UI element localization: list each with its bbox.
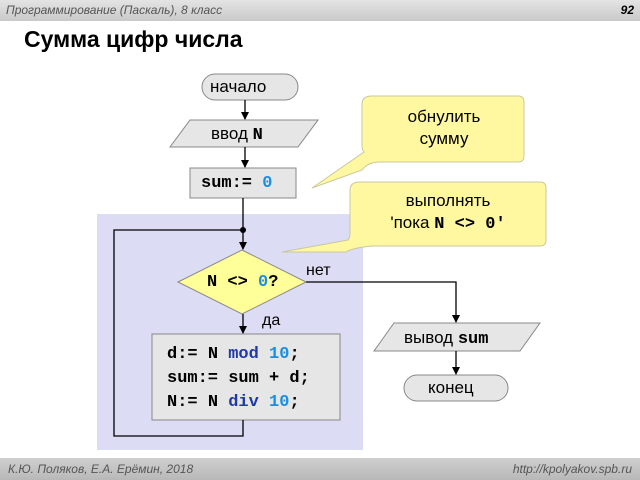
callout-loop-code: N <> 0' xyxy=(434,215,506,234)
body-block xyxy=(151,333,341,421)
start-label: начало xyxy=(210,77,267,96)
cond-var: N xyxy=(207,273,218,292)
end-label: конец xyxy=(428,378,474,397)
page-number: 92 xyxy=(620,3,634,17)
output-var: sum xyxy=(457,330,489,349)
init-label: sum:= 0 xyxy=(201,174,272,193)
footer-copyright: К.Ю. Поляков, Е.А. Ерёмин, 2018 xyxy=(8,462,194,476)
footer-bar: К.Ю. Поляков, Е.А. Ерёмин, 2018 http://k… xyxy=(0,458,640,480)
no-label: нет xyxy=(306,262,331,279)
callout-reset-shape xyxy=(311,95,525,189)
output-label: вывод sum xyxy=(404,328,488,349)
output-prefix: вывод xyxy=(404,328,458,347)
code-line-2: sum:= sum + d; xyxy=(167,369,310,388)
cond-value: 0 xyxy=(258,273,269,292)
callout-reset-line2: сумму xyxy=(419,129,469,148)
start-block xyxy=(201,73,299,101)
loop-back-line xyxy=(113,229,244,437)
callout-loop: выполнять 'пока N <> 0' xyxy=(352,190,544,236)
decision-label: N <> 0? xyxy=(207,273,278,292)
callout-loop-prefix: 'пока xyxy=(390,213,435,232)
init-var: sum:= xyxy=(201,174,253,193)
input-var: N xyxy=(252,126,263,145)
callout-loop-line1: выполнять xyxy=(405,191,491,210)
callout-reset-line1: обнулить xyxy=(407,107,481,126)
footer-url[interactable]: http://kpolyakov.spb.ru xyxy=(512,462,632,476)
input-prefix: ввод xyxy=(211,124,253,143)
callout-loop-shape xyxy=(281,181,547,253)
cond-question: ? xyxy=(268,273,279,292)
junction-dot xyxy=(240,227,246,233)
arrow-decision-output xyxy=(306,281,460,323)
decision-block xyxy=(176,249,308,315)
body-code: d:= N mod 10; sum:= sum + d; N:= N div 1… xyxy=(167,343,310,415)
yes-label: да xyxy=(262,312,281,329)
end-block xyxy=(403,374,509,402)
header-bar: Программирование (Паскаль), 8 класс 92 xyxy=(0,0,640,21)
code-line-3: N:= N div 10; xyxy=(167,393,300,412)
output-block xyxy=(373,322,541,352)
callout-reset: обнулить сумму xyxy=(366,106,522,150)
init-value: 0 xyxy=(262,174,273,193)
course-title: Программирование (Паскаль), 8 класс xyxy=(6,3,223,17)
code-line-1: d:= N mod 10; xyxy=(167,345,300,364)
input-block xyxy=(169,119,319,148)
input-label: ввод N xyxy=(211,124,263,145)
cond-op: <> xyxy=(227,273,248,292)
init-block xyxy=(189,167,297,199)
slide-title: Сумма цифр числа xyxy=(24,26,243,52)
